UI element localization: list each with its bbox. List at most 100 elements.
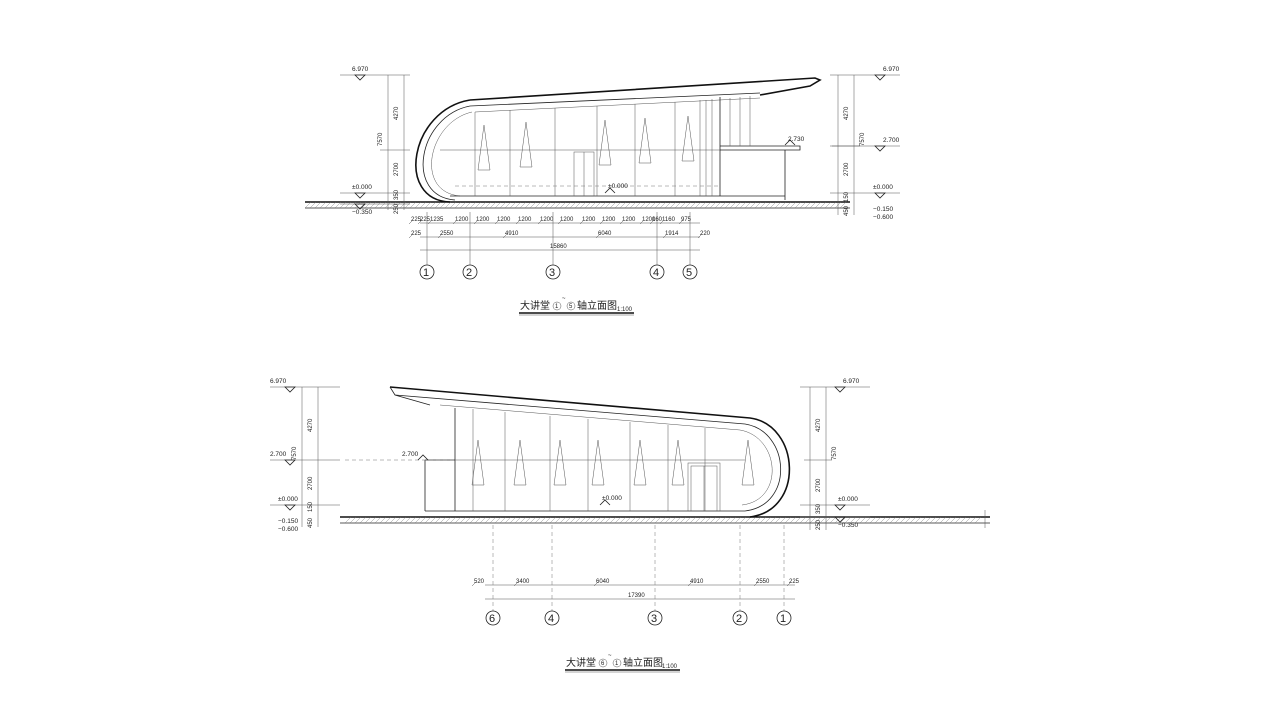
hatch-stroke bbox=[584, 516, 592, 524]
hatch-stroke bbox=[549, 516, 557, 524]
hatch-stroke bbox=[714, 201, 722, 209]
hatch-stroke bbox=[374, 201, 382, 209]
title-scale: 1:100 bbox=[617, 307, 633, 313]
right-elevation-markers: 6.970 2.700 ±0.000 −0.150 −0.600 4270 27… bbox=[830, 66, 900, 221]
hatch-stroke bbox=[874, 516, 882, 524]
vdim-right-250: 250 bbox=[816, 519, 822, 530]
hatch-stroke bbox=[734, 516, 742, 524]
door bbox=[687, 462, 721, 512]
hatch-stroke bbox=[744, 201, 752, 209]
hatch-stroke bbox=[724, 201, 732, 209]
hatch-stroke bbox=[424, 201, 432, 209]
hatch-stroke bbox=[714, 516, 722, 524]
hatch-stroke bbox=[509, 516, 517, 524]
axis-bubbles: 6 4 3 2 1 bbox=[485, 525, 792, 626]
hatch-stroke bbox=[494, 516, 502, 524]
hatch-stroke bbox=[394, 201, 402, 209]
hatch-stroke bbox=[819, 516, 827, 524]
hatch-stroke bbox=[439, 516, 447, 524]
hatch-stroke bbox=[844, 516, 852, 524]
hatch-stroke bbox=[554, 201, 562, 209]
hatch-stroke bbox=[364, 516, 372, 524]
elev-right-top: 6.970 bbox=[843, 378, 860, 385]
dim-tick bbox=[473, 219, 479, 225]
vdim-right-4270: 4270 bbox=[816, 418, 822, 432]
hatch-stroke bbox=[904, 516, 912, 524]
title-axis-start: 6 bbox=[601, 661, 605, 667]
elev-right-mid: 2.700 bbox=[883, 137, 900, 144]
hatch-stroke bbox=[929, 516, 937, 524]
hatch-stroke bbox=[589, 516, 597, 524]
hatch-stroke bbox=[944, 516, 952, 524]
dim-value: 1200 bbox=[602, 217, 616, 223]
hatch-stroke bbox=[414, 201, 422, 209]
hatch-stroke bbox=[324, 201, 332, 209]
hatch-stroke bbox=[544, 516, 552, 524]
hatch-stroke bbox=[409, 516, 417, 524]
hatch-stroke bbox=[389, 201, 397, 209]
vdim-right-350: 350 bbox=[816, 503, 822, 514]
dim-value: 6040 bbox=[598, 231, 612, 237]
dim-value: 1200 bbox=[518, 217, 532, 223]
building-outline bbox=[345, 386, 791, 518]
hatch-stroke bbox=[644, 201, 652, 209]
hatch-stroke bbox=[439, 201, 447, 209]
dim-value: 1200 bbox=[540, 217, 554, 223]
hatch-stroke bbox=[634, 201, 642, 209]
hatch-stroke bbox=[579, 201, 587, 209]
svg-text:1: 1 bbox=[423, 267, 429, 279]
hatch-stroke bbox=[474, 201, 482, 209]
hatch-stroke bbox=[499, 516, 507, 524]
hatch-stroke bbox=[564, 516, 572, 524]
dim-value: 1160 bbox=[662, 217, 676, 223]
hatch-stroke bbox=[504, 516, 512, 524]
dim-tick bbox=[687, 581, 693, 587]
vdim-right-450: 450 bbox=[844, 205, 850, 216]
hatch-stroke bbox=[609, 201, 617, 209]
title-text: 大讲堂 bbox=[566, 656, 596, 669]
hatch-stroke bbox=[649, 516, 657, 524]
dim-tick bbox=[417, 219, 423, 225]
hatch-stroke bbox=[824, 201, 832, 209]
right-elevation-markers: 6.970 ±0.000 −0.350 4270 2700 7570 350 2… bbox=[800, 378, 870, 530]
hatch-stroke bbox=[584, 201, 592, 209]
hatch-stroke bbox=[914, 516, 922, 524]
elev-left-b2: −0.600 bbox=[278, 526, 298, 533]
dim-value: 4910 bbox=[505, 231, 519, 237]
hatch-stroke bbox=[614, 201, 622, 209]
hatch-stroke bbox=[819, 201, 827, 209]
vdim-left-2700: 2700 bbox=[394, 162, 400, 176]
hatch-stroke bbox=[659, 516, 667, 524]
hatch-stroke bbox=[434, 516, 442, 524]
hatch-stroke bbox=[829, 201, 837, 209]
hatch-stroke bbox=[679, 516, 687, 524]
hatch-stroke bbox=[354, 201, 362, 209]
hatch-stroke bbox=[594, 201, 602, 209]
hatch-stroke bbox=[404, 516, 412, 524]
dim-value: 225 bbox=[789, 579, 800, 585]
hatch-stroke bbox=[314, 201, 322, 209]
ground-line bbox=[340, 510, 990, 528]
hatch-stroke bbox=[799, 201, 807, 209]
hatch-stroke bbox=[674, 516, 682, 524]
hatch-stroke bbox=[454, 201, 462, 209]
hatch-stroke bbox=[589, 201, 597, 209]
hatch-stroke bbox=[654, 516, 662, 524]
hatch-stroke bbox=[619, 516, 627, 524]
dim-value: 2550 bbox=[440, 231, 454, 237]
hatch-stroke bbox=[464, 516, 472, 524]
hatch-stroke bbox=[494, 201, 502, 209]
axis-2: 2 bbox=[732, 610, 748, 626]
dim-value: 2550 bbox=[756, 579, 770, 585]
dim-value: 1200 bbox=[582, 217, 596, 223]
svg-text:3: 3 bbox=[651, 613, 657, 625]
elev-left-ground: ±0.000 bbox=[352, 184, 372, 191]
hatch-stroke bbox=[619, 201, 627, 209]
hatch-stroke bbox=[754, 201, 762, 209]
dim-tick bbox=[471, 581, 477, 587]
dim-value: 1200 bbox=[642, 217, 656, 223]
hatch-stroke bbox=[539, 201, 547, 209]
